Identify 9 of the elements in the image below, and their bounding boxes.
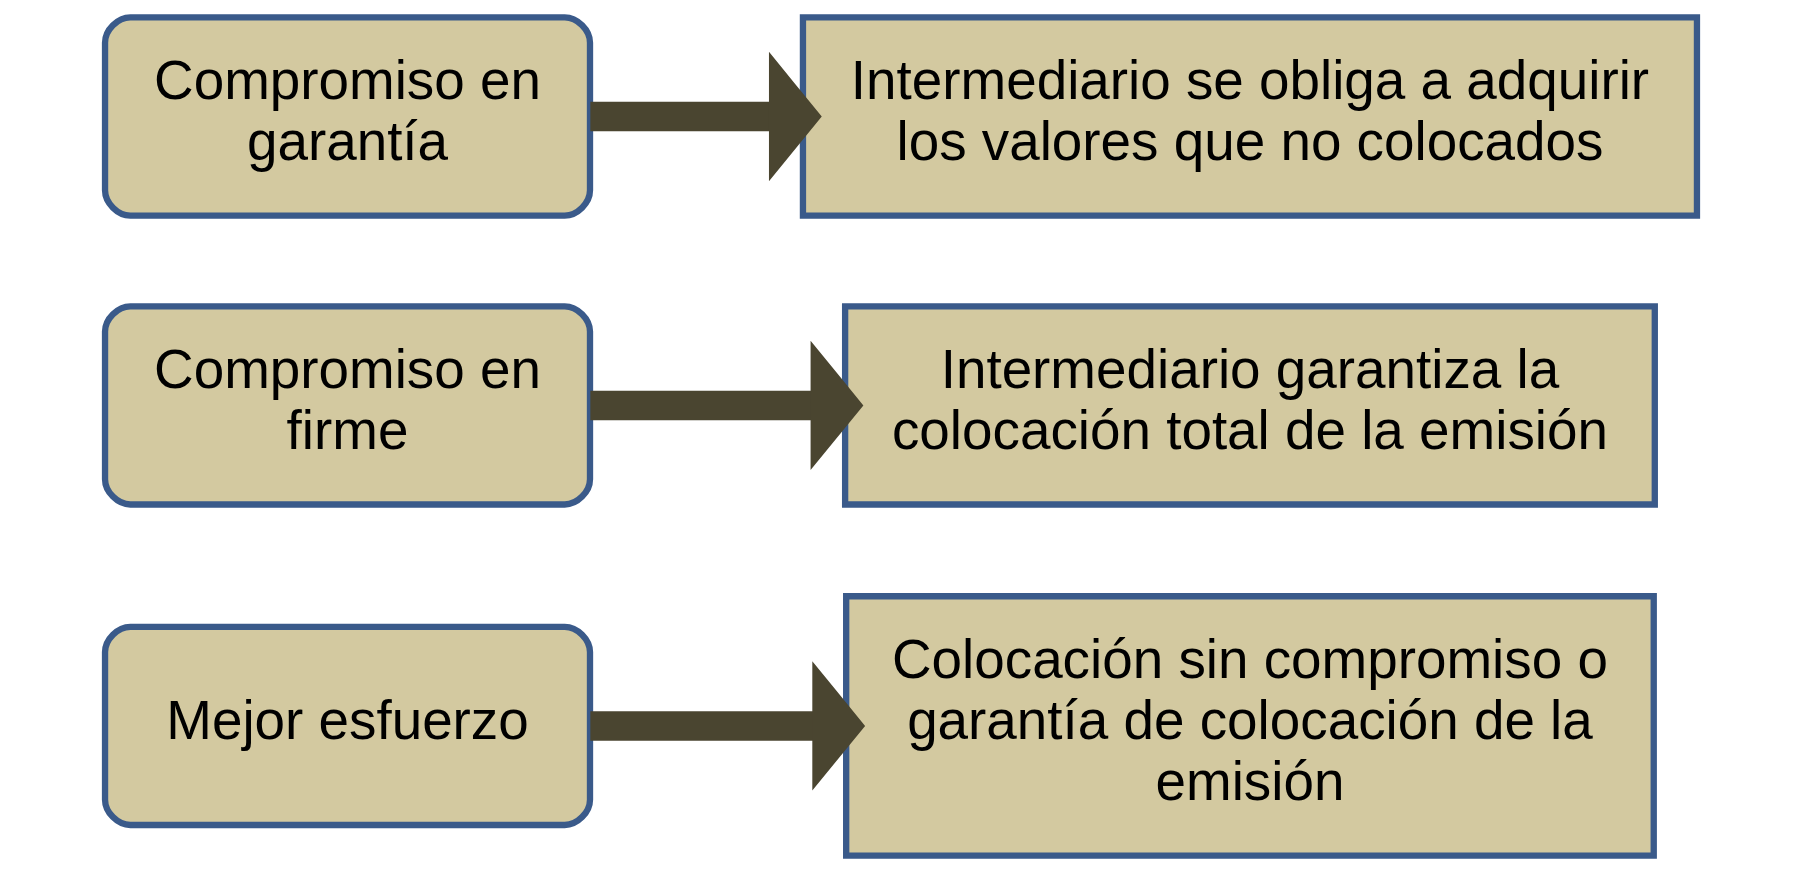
node-box: Compromiso en firme — [101, 302, 593, 508]
node-box: Colocación sin compromiso o garantía de colocación de la emisión — [842, 592, 1657, 859]
arrow — [589, 660, 865, 791]
arrow — [589, 340, 863, 470]
node-box: Mejor esfuerzo — [101, 623, 593, 828]
node-box: Intermediario garantiza la colocación total de la emisión — [841, 302, 1658, 508]
arrow — [589, 51, 822, 181]
node-box: Compromiso en garantía — [101, 13, 593, 219]
node-box: Intermediario se obliga a adquirir los valores que no colocados — [799, 13, 1700, 219]
